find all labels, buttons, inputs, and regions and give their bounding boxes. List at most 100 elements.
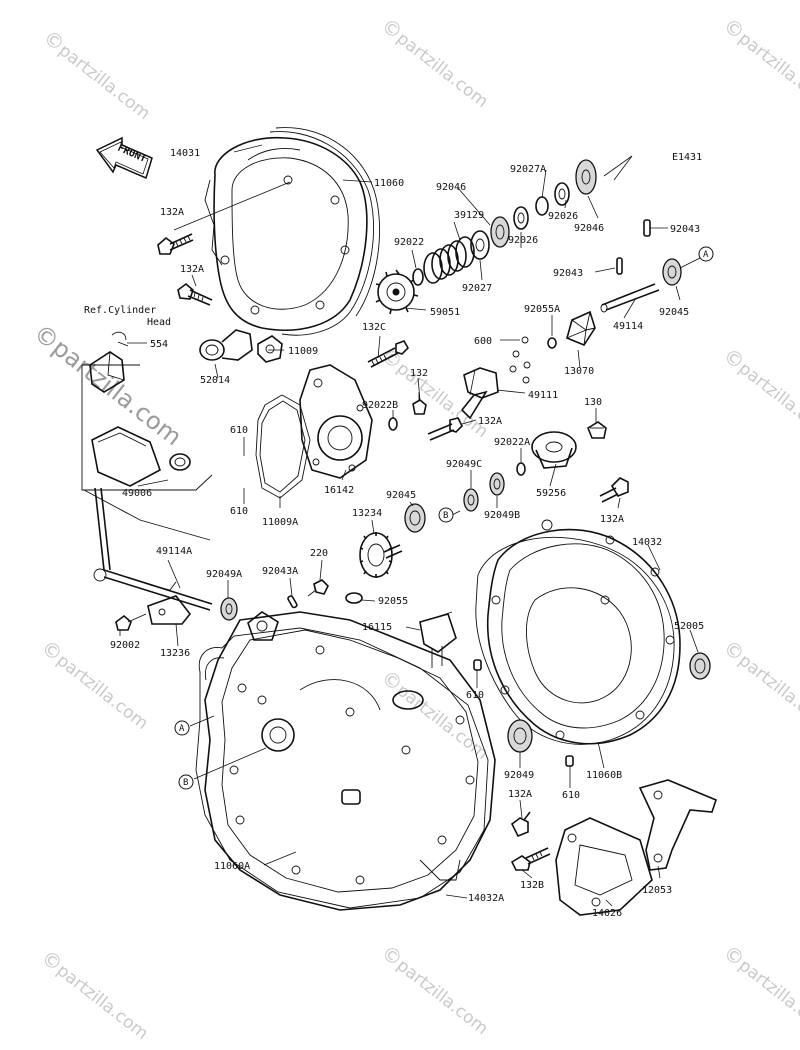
gasket-11060B bbox=[475, 536, 675, 745]
callout-label: 13234 bbox=[352, 508, 382, 519]
bolt-132A-lower bbox=[510, 811, 531, 838]
pin-92043 bbox=[616, 257, 623, 275]
watermark: partzilla.com bbox=[53, 960, 152, 1044]
washer-92022A bbox=[516, 462, 526, 476]
callout-label: 92022B bbox=[362, 400, 398, 411]
callout-label: 132C bbox=[362, 322, 386, 333]
pin-610-right bbox=[473, 659, 482, 671]
callout-label: 610 bbox=[562, 790, 580, 801]
bolt-92002 bbox=[115, 613, 147, 631]
bolt-130 bbox=[587, 421, 607, 439]
callout-label: 92045 bbox=[386, 490, 416, 501]
callout-label: 49114A bbox=[156, 546, 192, 557]
svg-text:A: A bbox=[179, 724, 185, 734]
callout-labels: 14031 11060 132A 132A 92046 92027A 39129… bbox=[110, 148, 704, 919]
bolt-132A-pump bbox=[427, 417, 463, 441]
reference-marker-b: B bbox=[178, 774, 194, 790]
shaft-49111 bbox=[460, 367, 499, 420]
crankcase-cover-14032A bbox=[204, 611, 496, 911]
bolt-132A-upper bbox=[157, 233, 194, 255]
plate-13236 bbox=[147, 595, 192, 625]
callout-label: 92055 bbox=[378, 596, 408, 607]
callout-label: 92002 bbox=[110, 640, 140, 651]
reference-marker-a: A bbox=[698, 246, 714, 262]
callout-label: 14032 bbox=[632, 537, 662, 548]
svg-text:B: B bbox=[183, 778, 188, 788]
callout-label: 92026 bbox=[508, 235, 538, 246]
callout-label: 132B bbox=[520, 880, 544, 891]
callout-label: 610 bbox=[230, 506, 248, 517]
callout-label: 52014 bbox=[200, 375, 230, 386]
bolt-132B bbox=[510, 847, 551, 871]
ring-92055A bbox=[547, 337, 557, 349]
bolt-132A-mid bbox=[177, 282, 213, 306]
watermark: partzilla.com bbox=[735, 650, 800, 734]
washer-92027A bbox=[535, 196, 549, 216]
seal-92049A bbox=[220, 597, 238, 621]
watermark: partzilla.com bbox=[393, 28, 492, 112]
seal-92045-top bbox=[662, 258, 682, 286]
callout-label: 132A bbox=[600, 514, 624, 525]
callout-label: 16115 bbox=[362, 622, 392, 633]
callout-label: 14032A bbox=[468, 893, 504, 904]
callout-label: 92022 bbox=[394, 237, 424, 248]
washer-92022 bbox=[412, 268, 424, 286]
watermark: partzilla.com bbox=[735, 28, 800, 112]
callout-label: 13070 bbox=[564, 366, 594, 377]
washer-92022B bbox=[388, 417, 398, 431]
bracket-12053 bbox=[638, 779, 717, 871]
shaft-49114 bbox=[600, 283, 660, 313]
callout-label: 59051 bbox=[430, 307, 460, 318]
gear-59051 bbox=[375, 269, 419, 315]
callout-label: 92027 bbox=[462, 283, 492, 294]
callout-label: 92026 bbox=[548, 211, 578, 222]
guard-14026 bbox=[555, 817, 653, 916]
callout-label: 92027A bbox=[510, 164, 546, 175]
callout-label: 11009A bbox=[262, 517, 298, 528]
pump-housing-16142 bbox=[299, 364, 373, 479]
seal-92049B bbox=[489, 472, 505, 496]
callout-label: 92055A bbox=[524, 304, 560, 315]
callout-label: 132A bbox=[508, 789, 532, 800]
callout-label: 11060B bbox=[586, 770, 622, 781]
callout-label: 610 bbox=[466, 690, 484, 701]
case-cover-14032 bbox=[486, 519, 681, 745]
callout-label: 92046 bbox=[436, 182, 466, 193]
pipe-52014 bbox=[199, 329, 253, 361]
seal-92049 bbox=[507, 719, 533, 753]
callout-label: 92043 bbox=[553, 268, 583, 279]
bearing-92046 bbox=[490, 216, 510, 248]
spring-39129 bbox=[423, 236, 475, 284]
washer-92027 bbox=[470, 230, 490, 260]
callout-label: 39129 bbox=[454, 210, 484, 221]
watermark: partzilla.com bbox=[393, 955, 492, 1039]
callout-label: 14031 bbox=[170, 148, 200, 159]
callout-label: 16142 bbox=[324, 485, 354, 496]
watermark: partzilla.com bbox=[735, 358, 800, 442]
seal-52005 bbox=[689, 652, 711, 680]
callout-label: 92043A bbox=[262, 566, 298, 577]
diagram-code: E1431 bbox=[672, 152, 702, 163]
watermark: partzilla.com bbox=[55, 40, 154, 124]
callout-label: 92045 bbox=[659, 307, 689, 318]
callout-label: 554 bbox=[150, 339, 168, 350]
callout-label: 92022A bbox=[494, 437, 530, 448]
watermark: partzilla.com bbox=[393, 358, 492, 442]
actuator-554 bbox=[89, 331, 129, 393]
shaft-49114A bbox=[93, 487, 213, 611]
svg-text:A: A bbox=[703, 250, 709, 260]
gasket-11060A bbox=[195, 627, 489, 909]
impeller-13070 bbox=[566, 310, 596, 346]
callout-label: 92043 bbox=[670, 224, 700, 235]
callout-label: 132 bbox=[410, 368, 428, 379]
callout-label: 49114 bbox=[613, 321, 643, 332]
callout-label: 52005 bbox=[674, 621, 704, 632]
bearing-92045 bbox=[404, 503, 426, 533]
bolt-132C bbox=[367, 340, 409, 368]
callout-label: 59256 bbox=[536, 488, 566, 499]
callout-label: 220 bbox=[310, 548, 328, 559]
callout-label: 11009 bbox=[288, 346, 318, 357]
callout-label: 13236 bbox=[160, 648, 190, 659]
